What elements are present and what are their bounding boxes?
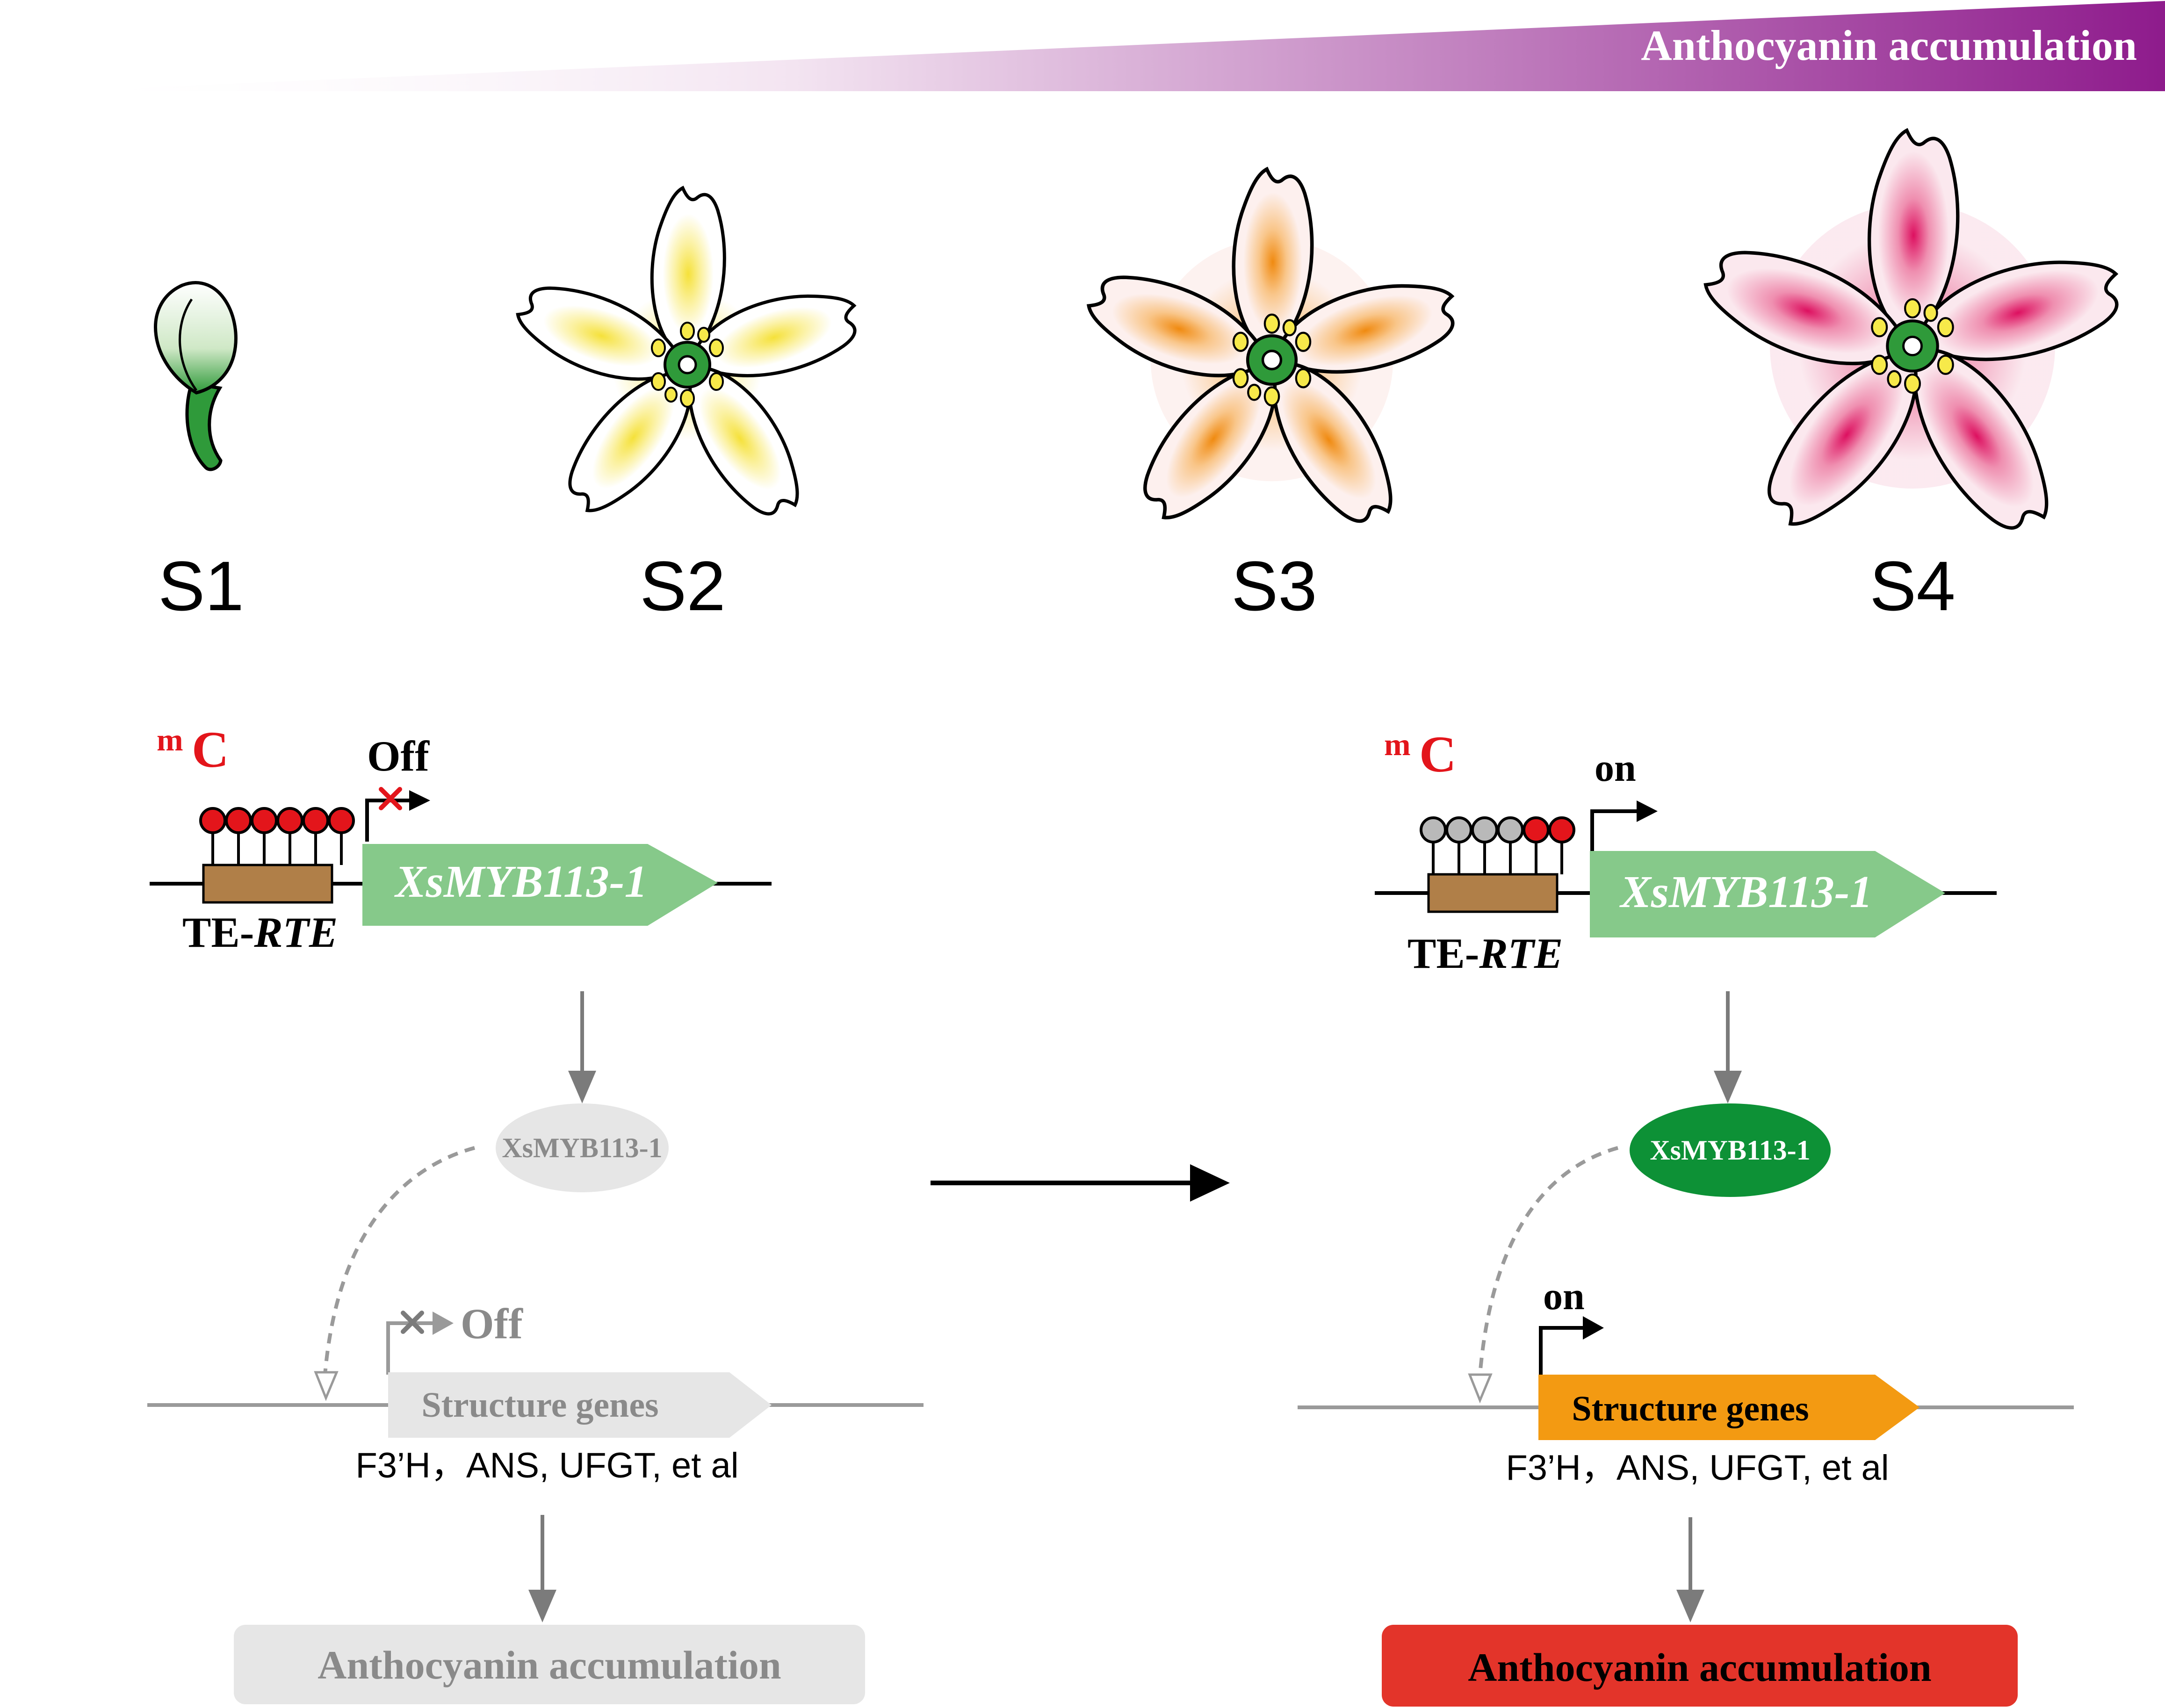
left-protein-ellipse bbox=[496, 1103, 669, 1192]
right-protein-ellipse bbox=[1630, 1103, 1831, 1197]
left-result-box bbox=[234, 1625, 865, 1704]
flower-center bbox=[651, 322, 724, 408]
left-dashed-arrowhead bbox=[314, 1371, 339, 1401]
left-promoter-state: Off bbox=[367, 732, 430, 780]
left-down-arrowhead-2 bbox=[528, 1590, 556, 1622]
right-protein-label: XsMYB113-1 bbox=[1650, 1135, 1810, 1166]
flower-center bbox=[1871, 298, 1954, 394]
left-panel: m C TE-RTE Off XsMYB113-1 bbox=[147, 721, 924, 1704]
lollipop bbox=[1445, 816, 1472, 874]
right-gene-label: XsMYB113-1 bbox=[1619, 867, 1872, 917]
lollipop bbox=[1420, 816, 1447, 874]
left-promoter-arrow bbox=[365, 799, 411, 842]
left-dashed-regulation-arrow bbox=[323, 1146, 476, 1375]
right-gene-arrow bbox=[1590, 851, 1945, 937]
right-promoter-arrowhead bbox=[1637, 800, 1658, 822]
right-genes-list: F3’H，ANS, UFGT, et al bbox=[1506, 1448, 1889, 1488]
left-genes-list: F3’H，ANS, UFGT, et al bbox=[355, 1446, 738, 1485]
right-te-label: TE-RTE bbox=[1407, 930, 1563, 977]
left-structure-label: Structure genes bbox=[421, 1385, 658, 1425]
left-structure-promoter bbox=[386, 1321, 435, 1375]
left-methyl-sup: m bbox=[157, 722, 183, 757]
stage-s4-flower bbox=[1694, 130, 2132, 547]
lollipop bbox=[1548, 816, 1575, 874]
right-dashed-regulation-arrow bbox=[1478, 1146, 1619, 1375]
right-promoter-state: on bbox=[1595, 746, 1636, 790]
right-methyl-sup: m bbox=[1384, 727, 1411, 762]
right-result-box bbox=[1382, 1625, 2018, 1707]
banner: Anthocyanin accumulation bbox=[56, 1, 2165, 91]
left-methyl-letter: C bbox=[192, 721, 229, 778]
transition-arrowhead bbox=[1190, 1164, 1230, 1202]
banner-gradient-wedge bbox=[56, 1, 2165, 91]
left-result-label: Anthocyanin accumulation bbox=[318, 1643, 781, 1687]
right-methyl-letter: C bbox=[1419, 726, 1456, 783]
left-protein-label: XsMYB113-1 bbox=[502, 1132, 662, 1163]
right-down-arrowhead-2 bbox=[1676, 1590, 1704, 1622]
lollipop bbox=[251, 807, 278, 865]
right-lollipops bbox=[1420, 816, 1575, 874]
stage-s3-flower bbox=[1078, 169, 1465, 538]
right-methyl-label: m C bbox=[1384, 726, 1456, 783]
lollipop bbox=[1523, 816, 1550, 874]
stage-label-s2: S2 bbox=[640, 547, 725, 625]
lollipop bbox=[199, 807, 226, 865]
right-result-label: Anthocyanin accumulation bbox=[1468, 1645, 1932, 1690]
right-te-box bbox=[1427, 873, 1559, 913]
stage-label-s3: S3 bbox=[1231, 547, 1317, 625]
right-structure-promoter bbox=[1539, 1326, 1585, 1375]
left-promoter-arrowhead bbox=[409, 790, 430, 811]
left-promoter-x-icon bbox=[379, 787, 402, 810]
right-down-arrowhead-1 bbox=[1714, 1071, 1742, 1103]
left-gene-label: XsMYB113-1 bbox=[394, 857, 647, 907]
left-structure-state: Off bbox=[461, 1300, 523, 1348]
flower-center bbox=[1232, 313, 1312, 407]
left-structure-x-icon bbox=[401, 1311, 424, 1334]
stage-s1-bud bbox=[154, 281, 238, 471]
right-panel: m C TE-RTE on XsMYB113-1 XsMYB113-1 bbox=[1298, 726, 2074, 1707]
right-structure-label: Structure genes bbox=[1572, 1389, 1809, 1428]
left-lollipops bbox=[199, 807, 355, 865]
left-down-arrowhead-1 bbox=[568, 1071, 596, 1103]
lollipop bbox=[328, 807, 355, 865]
left-te-box bbox=[202, 864, 333, 904]
right-structure-state: on bbox=[1543, 1275, 1585, 1318]
stage-label-s4: S4 bbox=[1869, 547, 1955, 625]
lollipop bbox=[1471, 816, 1498, 874]
stage-s2-flower bbox=[508, 188, 867, 529]
lollipop bbox=[302, 807, 329, 865]
left-structure-promoter-head bbox=[433, 1312, 454, 1335]
right-structure-promoter-head bbox=[1583, 1316, 1604, 1340]
left-te-label: TE-RTE bbox=[182, 908, 338, 956]
right-promoter-arrow bbox=[1590, 809, 1639, 851]
left-gene-arrow bbox=[362, 844, 718, 926]
lollipop bbox=[276, 807, 303, 865]
left-structure-gene-arrow bbox=[388, 1372, 772, 1438]
lollipop bbox=[225, 807, 252, 865]
left-methyl-label: m C bbox=[157, 721, 229, 778]
right-dashed-arrowhead bbox=[1468, 1373, 1493, 1404]
right-structure-gene-arrow bbox=[1538, 1375, 1920, 1440]
lollipop bbox=[1497, 816, 1524, 874]
banner-label: Anthocyanin accumulation bbox=[1641, 22, 2137, 69]
stage-label-s1: S1 bbox=[158, 547, 244, 625]
